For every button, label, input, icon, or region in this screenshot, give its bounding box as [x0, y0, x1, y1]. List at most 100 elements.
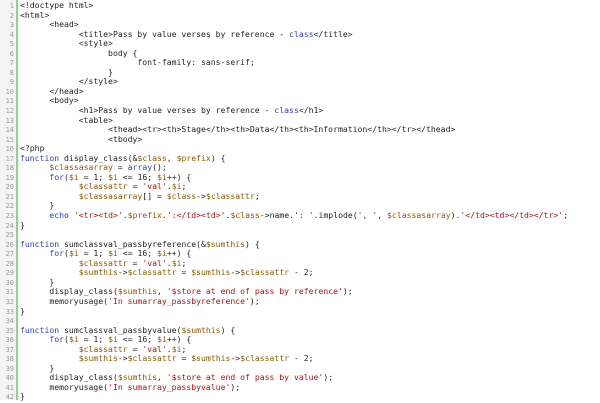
code-token: $i: [68, 171, 79, 182]
code-line[interactable]: 4 <title>Pass by value verses by referen…: [0, 29, 600, 40]
code-line[interactable]: 25: [0, 230, 600, 240]
code-token: $i: [108, 334, 118, 345]
line-number: 25: [5, 231, 14, 240]
code-line[interactable]: 12 <h1>Pass by value verses by reference…: [0, 105, 600, 116]
code-line[interactable]: 31 display_class($sumthis, '$store at en…: [0, 287, 600, 297]
line-number: 37: [5, 345, 14, 354]
code-token: (: [64, 248, 69, 259]
code-token: ++) {: [166, 334, 192, 345]
code-token: $classattr: [240, 353, 290, 364]
code-line[interactable]: 39 }: [0, 363, 600, 374]
code-token: ', ': [357, 210, 378, 221]
code-line[interactable]: 5 <style>: [0, 38, 600, 49]
code-token: }: [20, 200, 55, 211]
code-token: [20, 191, 79, 201]
code-line[interactable]: 15 <tbody>: [0, 134, 600, 145]
code-line[interactable]: 33}: [0, 305, 600, 317]
code-token: ++) {: [166, 171, 192, 182]
code-token: function: [20, 152, 60, 163]
code-token: $sumthis: [205, 238, 246, 249]
code-token: </h1>: [298, 105, 324, 116]
code-token: $classattr: [240, 267, 290, 278]
code-line[interactable]: 42}: [0, 392, 600, 402]
code-line[interactable]: 30 }: [0, 277, 600, 288]
code-line[interactable]: 14 <thead><tr><th>Stage</th><th>Data</th…: [0, 124, 600, 135]
code-line[interactable]: 27 for($i = 1; $i <= 16; $i++) {: [0, 248, 600, 259]
code-line[interactable]: 10 </head>: [0, 86, 600, 97]
code-line[interactable]: 20 $classattr = 'val'.$i;: [0, 182, 600, 192]
code-token: display_class(&: [59, 152, 138, 163]
line-number: 5: [9, 40, 14, 49]
line-number: 8: [9, 68, 14, 77]
code-token: $i: [68, 248, 79, 259]
code-line[interactable]: 18 $classasarray = array();: [0, 163, 600, 173]
code-token: <head>: [20, 19, 79, 30]
code-token: 'val': [142, 181, 167, 192]
code-token: memoryusage(: [20, 295, 109, 306]
code-line[interactable]: 40 display_class($sumthis, '$store at en…: [0, 373, 600, 383]
code-token: $i: [157, 171, 167, 182]
code-line[interactable]: 32 memoryusage('In sumarray_passbyrefere…: [0, 295, 600, 307]
code-token: ) {: [245, 238, 260, 249]
code-token: );: [249, 295, 260, 306]
code-line[interactable]: 22 }: [0, 201, 600, 211]
code-line[interactable]: 38 $sumthis->$classattr = $sumthis->$cla…: [0, 353, 600, 364]
code-line[interactable]: 1<!doctype html>: [0, 0, 600, 11]
line-number: 3: [9, 21, 14, 30]
code-line[interactable]: 19 for($i = 1; $i <= 16; $i++) {: [0, 171, 600, 183]
code-line[interactable]: 16<?php: [0, 143, 600, 154]
line-number: 38: [5, 355, 14, 364]
code-line[interactable]: 36 for($i = 1; $i <= 16; $i++) {: [0, 334, 600, 345]
code-token: 'In sumarray_passbyvalue': [108, 381, 231, 392]
code-line[interactable]: 6 body {: [0, 48, 600, 59]
code-token: ++) {: [166, 248, 192, 259]
code-line[interactable]: 23 echo '<tr><td>'.$prefix.':</td><td>'.…: [0, 210, 600, 221]
code-token: = 1;: [78, 248, 109, 259]
code-token: $classasarray: [78, 190, 143, 201]
code-token: ).: [450, 210, 461, 221]
code-line[interactable]: 8 }: [0, 67, 600, 78]
line-number: 7: [9, 59, 14, 68]
code-token: [20, 334, 49, 344]
code-token: $prefix: [127, 210, 162, 221]
code-line[interactable]: 7 font-family: sans-serif;: [0, 58, 600, 68]
code-token: $prefix: [176, 152, 211, 163]
code-line[interactable]: 13 <table>: [0, 115, 600, 126]
code-line[interactable]: 11 <body>: [0, 96, 600, 106]
code-token: display_class(: [20, 372, 118, 383]
code-token: - 2;: [289, 267, 314, 278]
code-line[interactable]: 2<html>: [0, 10, 600, 21]
code-token: .: [166, 343, 172, 354]
code-line[interactable]: 28 $classattr = 'val'.$i;: [0, 258, 600, 269]
code-token: }: [20, 305, 25, 316]
code-line[interactable]: 34: [0, 316, 600, 326]
code-token: '$store at end of pass by value': [166, 372, 324, 383]
code-token: <= 16;: [117, 248, 158, 259]
code-token: sumclassval_passbyvalue(: [59, 324, 182, 335]
code-token: for: [49, 334, 65, 345]
code-token: ->: [230, 267, 241, 278]
code-line[interactable]: 21 $classasarray[] = $class->$classattr;: [0, 190, 600, 202]
line-number: 34: [5, 317, 14, 326]
line-number: 20: [5, 183, 14, 192]
code-line[interactable]: 29 $sumthis->$classattr = $sumthis->$cla…: [0, 268, 600, 278]
code-token: );: [342, 286, 353, 297]
code-line[interactable]: 41 memoryusage('In sumarray_passbyvalue'…: [0, 381, 600, 393]
code-token: memoryusage(: [20, 381, 109, 392]
code-token: - 2;: [289, 353, 314, 364]
line-number: 14: [5, 126, 14, 135]
code-token: .: [225, 210, 231, 221]
code-token: }: [20, 391, 25, 402]
code-line[interactable]: 9 </style>: [0, 77, 600, 87]
code-line[interactable]: 24}: [0, 220, 600, 231]
code-token: $i: [108, 171, 118, 182]
code-line[interactable]: 37 $classattr = 'val'.$i;: [0, 343, 600, 355]
code-line[interactable]: 3 <head>: [0, 19, 600, 30]
code-token: ;: [563, 210, 569, 221]
code-token: $sumthis: [117, 286, 157, 297]
